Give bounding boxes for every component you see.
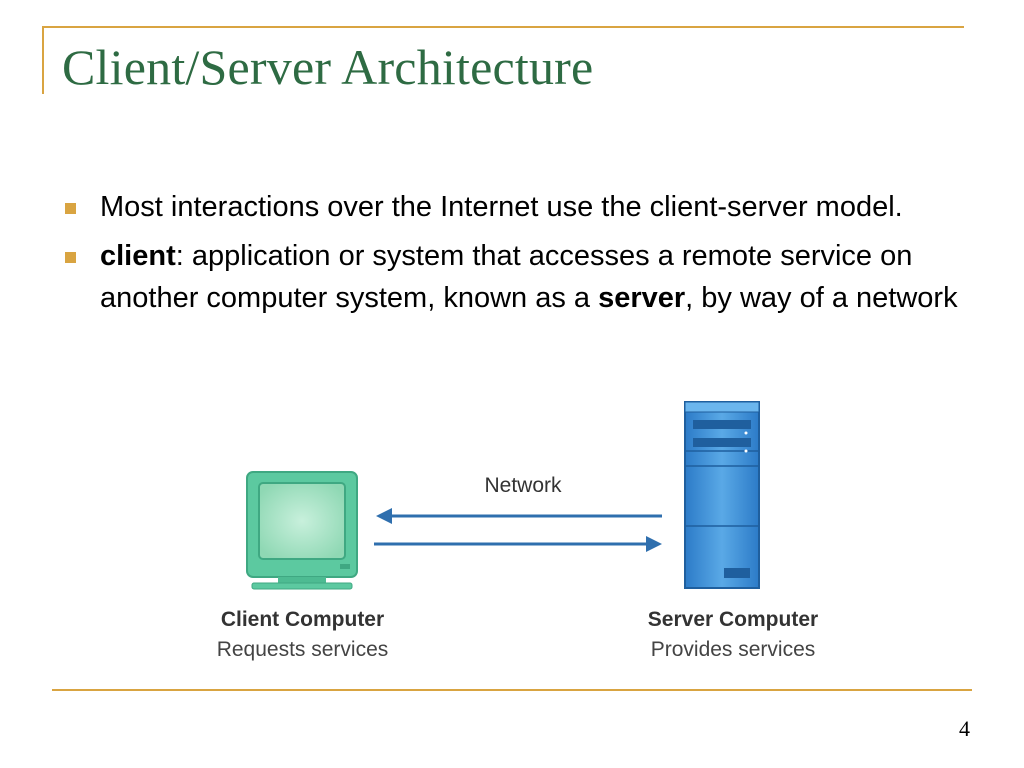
bullet-text: client: application or system that acces…	[100, 240, 958, 314]
server-computer-label: Server Computer	[647, 608, 819, 631]
bullet-list: Most interactions over the Internet use …	[62, 186, 962, 326]
term-server: server	[598, 282, 686, 314]
client-computer-icon	[246, 471, 358, 590]
diagram-graphics	[246, 401, 760, 590]
square-bullet-icon	[65, 252, 76, 263]
client-computer-label: Client Computer	[220, 608, 385, 631]
slide-title: Client/Server Architecture	[62, 39, 594, 95]
page-number: 4	[959, 716, 970, 741]
bullet-item: Most interactions over the Internet use …	[62, 186, 962, 228]
term-client: client	[100, 240, 176, 272]
server-tower-icon	[684, 401, 760, 589]
definition-tail: , by way of a network	[685, 282, 958, 314]
bullet-item: client: application or system that acces…	[62, 235, 962, 319]
title-frame-top-rule	[42, 26, 964, 28]
request-response-arrows	[374, 508, 662, 552]
title-frame-left-rule	[42, 26, 44, 94]
client-computer-description: Requests services	[216, 638, 389, 661]
bullet-text: Most interactions over the Internet use …	[100, 191, 903, 223]
client-server-diagram: Network Client Computer Requests service…	[200, 396, 860, 676]
definition-text: : application or system that accesses a …	[100, 240, 913, 314]
footer-rule	[52, 689, 972, 691]
server-computer-description: Provides services	[650, 638, 816, 661]
network-label: Network	[484, 474, 562, 497]
square-bullet-icon	[65, 203, 76, 214]
